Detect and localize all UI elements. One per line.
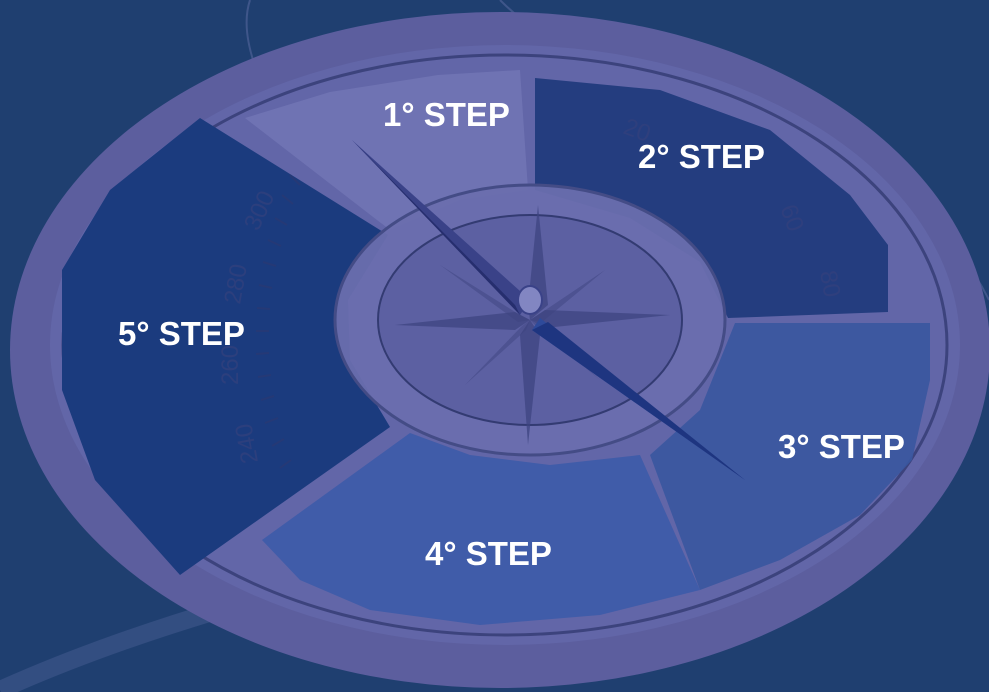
step-label-2: 2° STEP	[638, 138, 765, 175]
step-label-5: 5° STEP	[118, 315, 245, 352]
step-label-3: 3° STEP	[778, 428, 905, 465]
dial-number: 80	[814, 268, 845, 299]
step-label-1: 1° STEP	[383, 96, 510, 133]
step-label-4: 4° STEP	[425, 535, 552, 572]
